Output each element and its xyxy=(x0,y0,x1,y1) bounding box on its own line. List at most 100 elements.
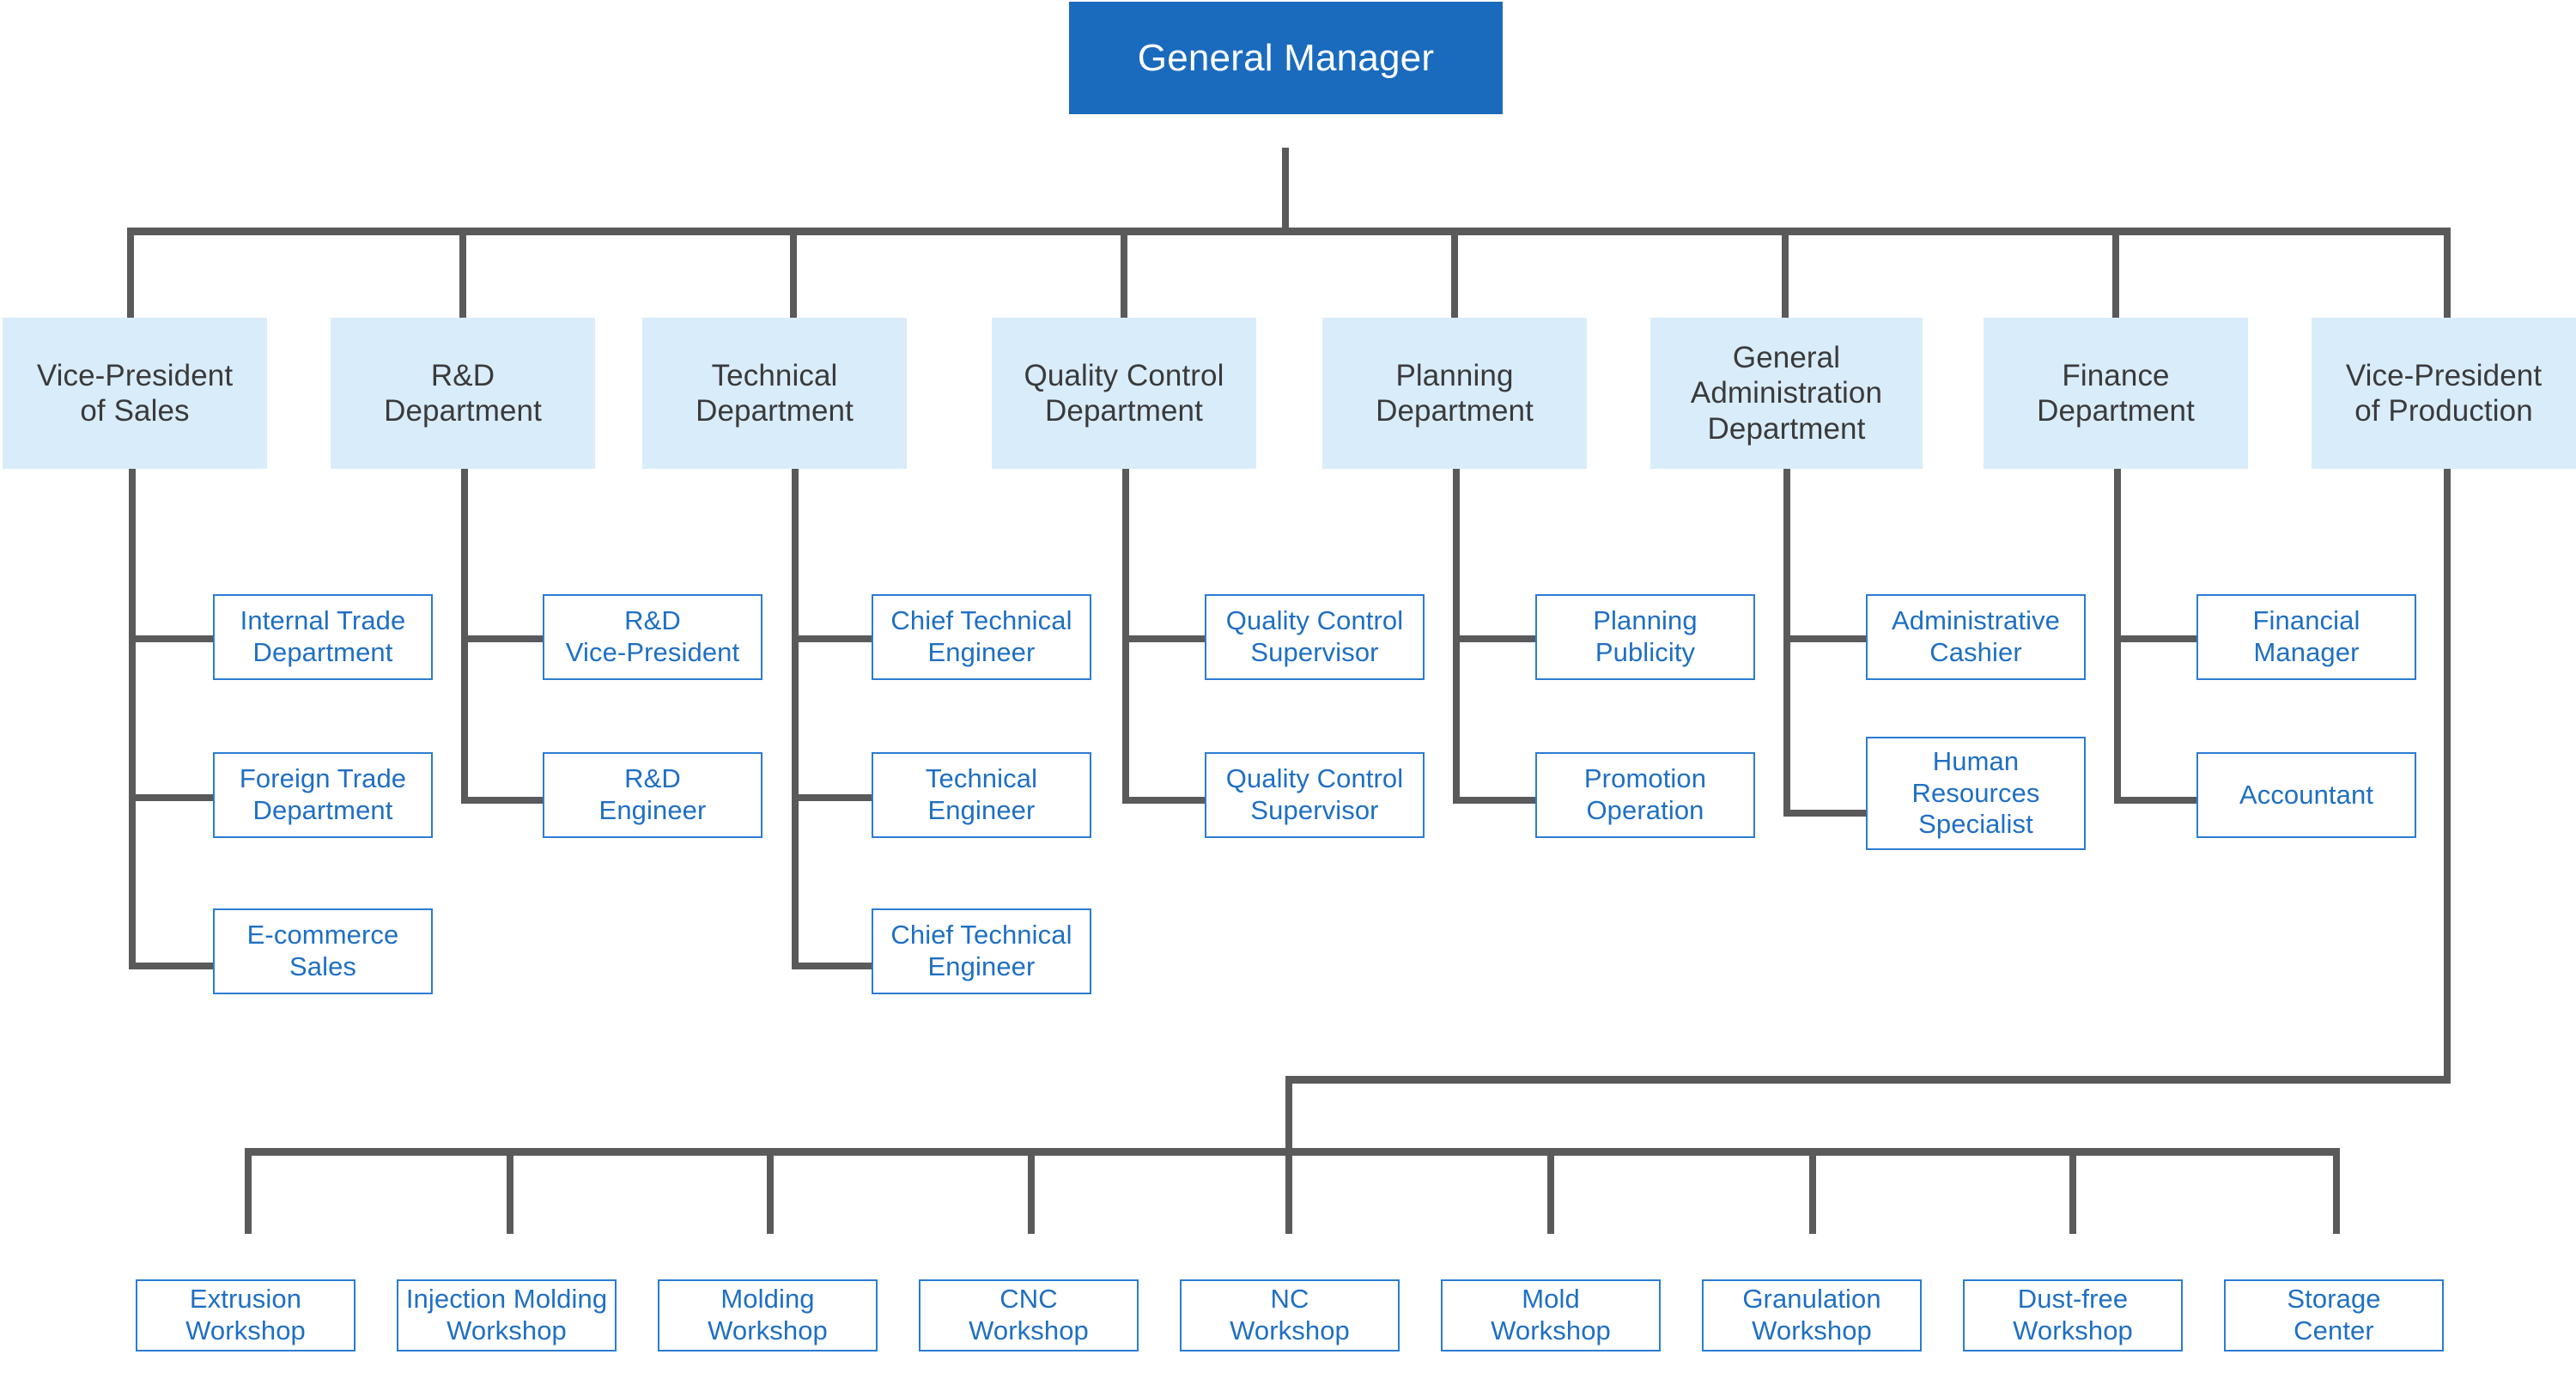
node-sub-internal-trade-department[interactable]: Internal Trade Department xyxy=(213,594,433,680)
node-sub-foreign-trade-department[interactable]: Foreign Trade Department xyxy=(213,752,433,838)
node-dept-technical-department[interactable]: Technical Department xyxy=(642,318,907,469)
connector-elbow-sales-1 xyxy=(129,635,215,642)
node-dept-label: Technical Department xyxy=(696,358,854,428)
node-workshop-label: Molding Workshop xyxy=(708,1284,828,1345)
node-dept-vice-president-of-sales[interactable]: Vice-President of Sales xyxy=(3,318,267,469)
node-workshop-mold[interactable]: Mold Workshop xyxy=(1441,1279,1661,1352)
connector-drop-dept-6 xyxy=(1782,228,1789,322)
node-workshop-label: NC Workshop xyxy=(1230,1284,1350,1345)
node-sub-label: E-commerce Sales xyxy=(246,920,399,981)
node-dept-general-administration-department[interactable]: General Administration Department xyxy=(1650,318,1923,469)
node-sub-chief-technical-engineer-2[interactable]: Chief Technical Engineer xyxy=(872,908,1091,994)
connector-production-to-riser xyxy=(1285,1076,2451,1084)
node-sub-e-commerce-sales[interactable]: E-commerce Sales xyxy=(213,908,433,994)
node-sub-label: Quality Control Supervisor xyxy=(1225,605,1404,667)
connector-drop-dept-1 xyxy=(127,228,134,322)
connector-elbow-technical-3 xyxy=(792,963,878,969)
node-workshop-label: Mold Workshop xyxy=(1491,1284,1611,1345)
connector-elbow-rnd-1 xyxy=(461,635,547,642)
node-sub-label: Promotion Operation xyxy=(1583,763,1707,825)
node-workshop-label: Granulation Workshop xyxy=(1742,1284,1881,1345)
node-sub-rd-engineer[interactable]: R&D Engineer xyxy=(543,752,762,838)
connector-drop-dept-3 xyxy=(790,228,797,322)
node-workshop-molding[interactable]: Molding Workshop xyxy=(658,1279,878,1352)
node-sub-accountant[interactable]: Accountant xyxy=(2196,752,2416,838)
node-dept-label: Quality Control Department xyxy=(1024,358,1224,428)
connector-elbow-technical-1 xyxy=(792,635,878,642)
connector-drop-workshop-6 xyxy=(1547,1148,1554,1234)
node-dept-planning-department[interactable]: Planning Department xyxy=(1322,318,1587,469)
connector-spine-production xyxy=(2444,469,2451,1083)
node-dept-label: General Administration Department xyxy=(1690,341,1883,446)
connector-drop-workshop-9 xyxy=(2333,1148,2340,1234)
connector-drop-dept-2 xyxy=(459,228,466,322)
node-dept-label: R&D Department xyxy=(384,358,542,428)
node-sub-label: Administrative Cashier xyxy=(1891,605,2061,667)
connector-drop-dept-7 xyxy=(2112,228,2119,322)
node-workshop-dust-free[interactable]: Dust-free Workshop xyxy=(1963,1279,2183,1352)
node-sub-human-resources-specialist[interactable]: Human Resources Specialist xyxy=(1866,737,2086,850)
node-sub-planning-publicity[interactable]: Planning Publicity xyxy=(1535,594,1755,680)
node-sub-rd-vice-president[interactable]: R&D Vice-President xyxy=(543,594,762,680)
node-sub-label: Chief Technical Engineer xyxy=(890,605,1072,667)
connector-drop-workshop-2 xyxy=(507,1148,513,1234)
connector-drop-workshop-1 xyxy=(245,1148,252,1234)
node-sub-label: Internal Trade Department xyxy=(240,605,406,667)
connector-elbow-planning-2 xyxy=(1453,797,1539,804)
node-workshop-granulation[interactable]: Granulation Workshop xyxy=(1702,1279,1922,1352)
node-workshop-storage-center[interactable]: Storage Center xyxy=(2224,1279,2444,1352)
node-sub-chief-technical-engineer-1[interactable]: Chief Technical Engineer xyxy=(872,594,1091,680)
node-sub-administrative-cashier[interactable]: Administrative Cashier xyxy=(1866,594,2086,680)
connector-elbow-sales-2 xyxy=(129,794,215,801)
connector-drop-workshop-8 xyxy=(2069,1148,2076,1234)
connector-elbow-planning-1 xyxy=(1453,635,1539,642)
node-workshop-extrusion[interactable]: Extrusion Workshop xyxy=(136,1279,355,1352)
node-sub-promotion-operation[interactable]: Promotion Operation xyxy=(1535,752,1755,838)
connector-top-bus xyxy=(127,228,2451,235)
node-sub-technical-engineer[interactable]: Technical Engineer xyxy=(872,752,1091,838)
connector-elbow-rnd-2 xyxy=(461,797,547,804)
node-sub-quality-control-supervisor-2[interactable]: Quality Control Supervisor xyxy=(1205,752,1425,838)
connector-elbow-admin-1 xyxy=(1783,635,1869,642)
node-general-manager[interactable]: General Manager xyxy=(1069,2,1503,114)
node-dept-label: Finance Department xyxy=(2037,358,2195,428)
node-workshop-nc[interactable]: NC Workshop xyxy=(1180,1279,1400,1352)
node-workshop-injection-molding[interactable]: Injection Molding Workshop xyxy=(397,1279,617,1352)
node-sub-label: Human Resources Specialist xyxy=(1911,746,2040,840)
connector-elbow-quality-2 xyxy=(1122,797,1208,804)
connector-drop-dept-8 xyxy=(2444,228,2451,322)
node-dept-label: Planning Department xyxy=(1376,358,1534,428)
connector-workshop-bus xyxy=(245,1148,2340,1156)
node-dept-quality-control-department[interactable]: Quality Control Department xyxy=(992,318,1256,469)
node-sub-label: Planning Publicity xyxy=(1593,605,1698,667)
node-sub-label: Chief Technical Engineer xyxy=(890,920,1072,981)
connector-drop-workshop-4 xyxy=(1028,1148,1035,1234)
node-sub-quality-control-supervisor-1[interactable]: Quality Control Supervisor xyxy=(1205,594,1425,680)
connector-drop-workshop-7 xyxy=(1809,1148,1816,1234)
connector-elbow-technical-2 xyxy=(792,794,878,801)
node-workshop-label: Injection Molding Workshop xyxy=(405,1284,608,1345)
connector-spine-technical xyxy=(792,469,799,969)
node-workshop-label: Dust-free Workshop xyxy=(2013,1284,2133,1345)
node-dept-label: Vice-President of Production xyxy=(2345,358,2543,428)
node-sub-financial-manager[interactable]: Financial Manager xyxy=(2196,594,2416,680)
connector-elbow-quality-1 xyxy=(1122,635,1208,642)
node-dept-finance-department[interactable]: Finance Department xyxy=(1984,318,2248,469)
node-workshop-cnc[interactable]: CNC Workshop xyxy=(919,1279,1139,1352)
node-sub-label: R&D Engineer xyxy=(598,763,707,825)
node-sub-label: Technical Engineer xyxy=(925,763,1038,825)
connector-drop-workshop-5 xyxy=(1285,1148,1292,1234)
node-dept-rd-department[interactable]: R&D Department xyxy=(331,318,595,469)
connector-spine-admin xyxy=(1783,469,1790,817)
node-workshop-label: Storage Center xyxy=(2287,1284,2381,1345)
node-workshop-label: Extrusion Workshop xyxy=(185,1284,306,1345)
connector-elbow-finance-2 xyxy=(2114,797,2200,804)
connector-drop-workshop-3 xyxy=(767,1148,774,1234)
node-dept-label: Vice-President of Sales xyxy=(36,358,234,428)
node-sub-label: Financial Manager xyxy=(2252,605,2360,667)
node-dept-vice-president-of-production[interactable]: Vice-President of Production xyxy=(2312,318,2576,469)
node-sub-label: Quality Control Supervisor xyxy=(1225,763,1404,825)
connector-drop-dept-4 xyxy=(1121,228,1127,322)
node-sub-label: Accountant xyxy=(2239,779,2374,810)
